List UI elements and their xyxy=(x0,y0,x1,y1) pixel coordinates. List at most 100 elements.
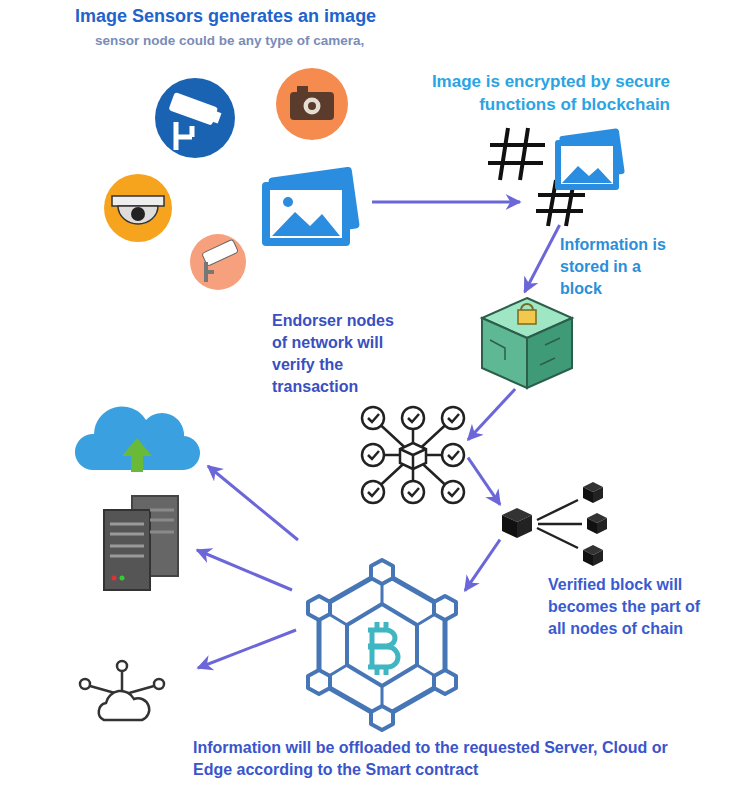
block-distribution-icon xyxy=(587,513,607,534)
endorser-network-icon xyxy=(402,481,424,503)
blockchain-hexagon xyxy=(434,596,456,620)
cctv-icon xyxy=(211,111,221,124)
security-camera-icon xyxy=(190,234,246,290)
dome-camera-icon xyxy=(118,206,158,224)
stage-node: Image Sensors generates an imagesensor n… xyxy=(260,170,372,250)
server-icon xyxy=(104,510,150,590)
blockchain-hexagon xyxy=(319,572,445,718)
block-distribution-icon xyxy=(593,487,603,503)
photo-camera-icon xyxy=(276,68,348,140)
stage-caption: Information will be offloaded to the req… xyxy=(193,737,703,781)
block-distribution-icon xyxy=(517,515,532,538)
image-icon xyxy=(262,182,350,246)
stage-caption: Information is stored in a block xyxy=(560,234,680,300)
cctv-icon xyxy=(155,78,235,158)
image-icon xyxy=(262,166,360,246)
security-camera-icon xyxy=(190,234,246,290)
stage-caption: Image is encrypted by secure functions o… xyxy=(382,70,670,116)
edge-icon xyxy=(154,679,164,689)
stage-caption: Verified block will becomes the part of … xyxy=(548,574,710,640)
edge-icon xyxy=(99,691,149,720)
image-icon xyxy=(270,190,342,238)
photo-camera-icon xyxy=(302,96,322,116)
stage-subcaption: sensor node could be any type of camera, xyxy=(95,32,475,50)
cctv-icon xyxy=(176,122,192,150)
endorser-network-icon xyxy=(442,481,464,503)
encrypted-image-icon xyxy=(562,166,612,183)
block-distribution-icon xyxy=(583,482,603,503)
endorser-network-icon xyxy=(362,407,464,503)
blockchain-hexagon xyxy=(319,572,445,718)
block-cube xyxy=(490,338,560,365)
stage-node: Information is stored in a block xyxy=(480,292,575,389)
edge-icon xyxy=(117,661,127,671)
photo-camera-icon xyxy=(297,86,308,93)
block-cube xyxy=(518,310,536,324)
block-cube xyxy=(482,298,572,388)
photo-camera-icon xyxy=(276,68,348,140)
endorser-network-icon xyxy=(362,481,384,503)
block-distribution-icon xyxy=(593,550,603,566)
flow-arrow xyxy=(468,389,515,440)
blockchain-hexagon xyxy=(308,560,456,730)
endorser-network-icon xyxy=(400,449,426,469)
offload-arrow xyxy=(208,466,298,540)
dome-camera-icon xyxy=(104,174,172,242)
edge-icon xyxy=(80,679,90,689)
endorser-network-icon xyxy=(400,443,426,469)
dome-camera-icon xyxy=(131,207,145,221)
edge-icon xyxy=(80,661,164,720)
block-distribution-icon xyxy=(502,482,607,566)
cloud-icon xyxy=(75,406,200,472)
flow-arrow xyxy=(468,458,500,505)
hash-symbol xyxy=(488,128,545,180)
block-cube xyxy=(521,304,533,310)
blockchain-hexagon xyxy=(308,670,330,694)
block-distribution-icon xyxy=(583,545,603,566)
photo-camera-icon xyxy=(308,102,316,110)
endorser-network-icon xyxy=(402,407,424,429)
stage-caption: Image Sensors generates an image xyxy=(75,4,455,28)
encrypted-image-icon xyxy=(555,128,625,190)
server-icon xyxy=(110,524,144,556)
blockchain-hexagon xyxy=(371,560,393,584)
endorser-network-icon xyxy=(442,444,464,466)
stage-node: Image is encrypted by secure functions o… xyxy=(520,125,630,225)
offload-arrow xyxy=(197,466,298,668)
stage-caption: Endorser nodes of network will verify th… xyxy=(272,310,400,398)
block-distribution-icon xyxy=(583,487,593,503)
block-distribution-icon xyxy=(587,518,597,534)
flow-arrow xyxy=(372,201,520,204)
blockchain-hexagon xyxy=(347,604,417,686)
encrypted-image-icon xyxy=(555,140,619,190)
server-icon xyxy=(150,510,174,532)
block-cube xyxy=(527,318,572,388)
endorser-network-icon xyxy=(362,444,384,466)
endorser-network-icon xyxy=(442,407,464,429)
block-distribution-icon xyxy=(583,550,593,566)
photo-camera-icon xyxy=(290,92,334,120)
blockchain-hexagon xyxy=(434,670,456,694)
security-camera-icon xyxy=(206,262,214,282)
image-icon xyxy=(272,212,340,236)
dome-camera-icon xyxy=(112,196,164,206)
endorser-network-icon xyxy=(368,414,459,496)
block-distribution-icon xyxy=(502,515,517,538)
block-distribution-icon xyxy=(597,518,607,534)
server-icon xyxy=(104,496,178,590)
image-icon xyxy=(283,197,293,207)
cctv-icon xyxy=(155,78,235,158)
blockchain-hexagon xyxy=(308,596,330,620)
blockchain-hexagon xyxy=(368,622,398,675)
offload-arrow xyxy=(198,630,296,668)
flow-arrow xyxy=(525,225,560,292)
cloud-icon xyxy=(122,438,152,472)
server-icon xyxy=(112,576,117,581)
cctv-icon xyxy=(168,92,218,126)
endorser-network-icon xyxy=(362,407,384,429)
flow-arrow xyxy=(465,540,500,591)
stage-node: Verified block will becomes the part of … xyxy=(500,478,612,570)
